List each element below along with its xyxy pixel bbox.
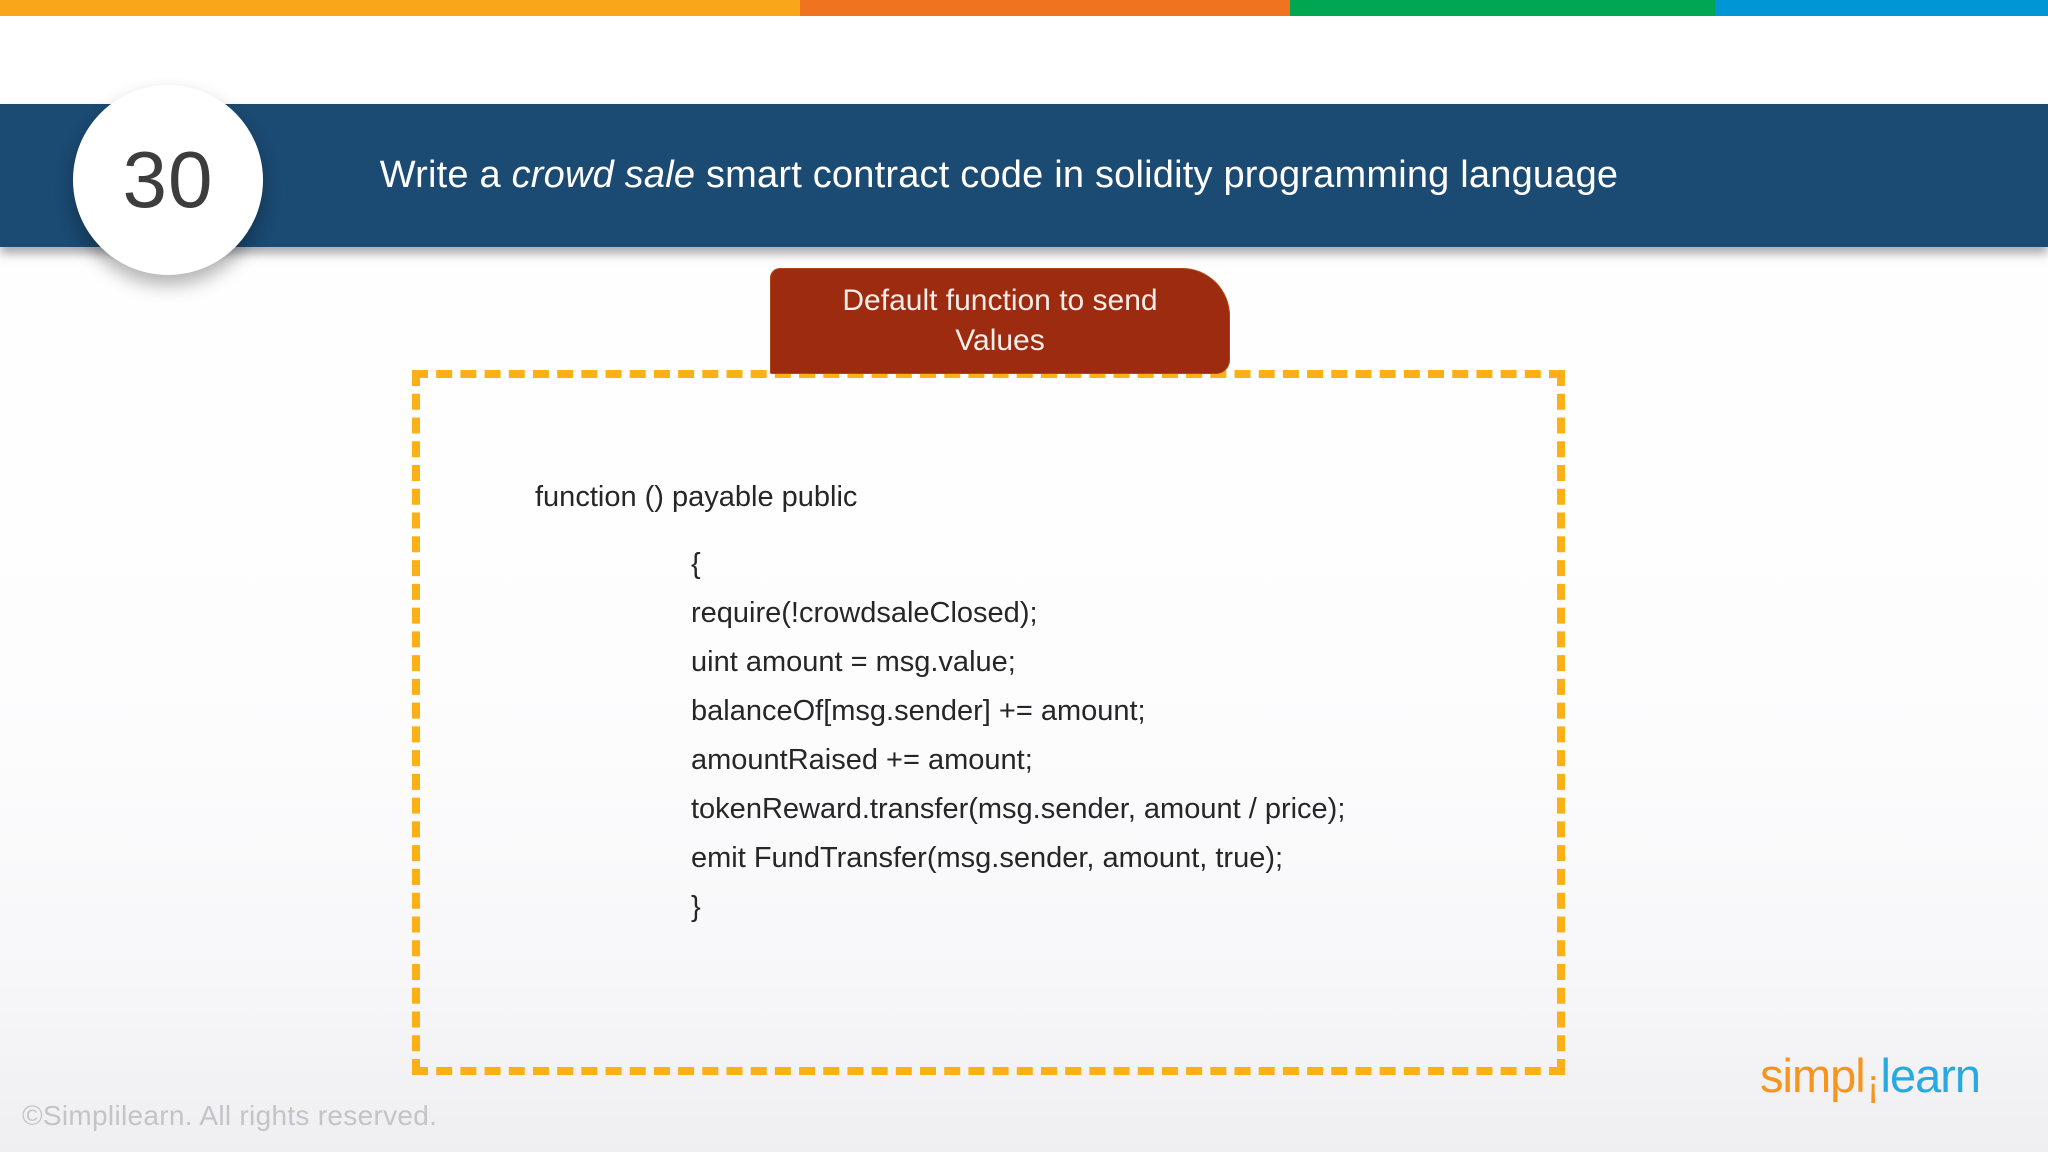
code-panel-dashed-border [412, 370, 1565, 1075]
logo-text-learn: learn [1880, 1049, 1982, 1102]
code-line: require(!crowdsaleClosed); [691, 597, 1038, 629]
accent-segment-yellow [0, 0, 800, 16]
slide-title-emphasis: crowd sale [511, 154, 696, 196]
slide-title: Write a crowd sale smart contract code i… [200, 154, 1849, 197]
slide-title-suffix: smart contract code in solidity programm… [695, 154, 1619, 196]
step-number: 30 [122, 135, 214, 224]
code-line: amountRaised += amount; [691, 744, 1033, 776]
code-line: { [691, 548, 701, 580]
brand-logo: simpl¡learn [1760, 1048, 1982, 1106]
callout-tab: Default function to send Values [770, 268, 1230, 374]
accent-segment-orange [800, 0, 1290, 16]
code-line: balanceOf[msg.sender] += amount; [691, 695, 1146, 727]
callout-line: Default function to send [842, 284, 1158, 317]
code-line: emit FundTransfer(msg.sender, amount, tr… [691, 842, 1284, 874]
code-block: function () payable public { require(!cr… [535, 480, 1345, 932]
top-accent-bar [0, 0, 2048, 16]
accent-segment-green [1290, 0, 1715, 16]
header-band: Write a crowd sale smart contract code i… [0, 104, 2048, 247]
code-line: } [691, 891, 701, 923]
step-number-circle: 30 [73, 85, 263, 275]
code-body: { require(!crowdsaleClosed); uint amount… [691, 540, 1345, 932]
slide-title-prefix: Write a [379, 154, 512, 196]
logo-text-simpl: simpl [1760, 1049, 1866, 1102]
accent-segment-blue [1715, 0, 2048, 16]
callout-line: Values [955, 324, 1045, 357]
footer-copyright: ©Simplilearn. All rights reserved. [22, 1100, 438, 1131]
code-head-line: function () payable public [535, 481, 858, 513]
code-line: tokenReward.transfer(msg.sender, amount … [691, 793, 1346, 825]
logo-separator-mark: ¡ [1866, 1063, 1880, 1106]
code-line: uint amount = msg.value; [691, 646, 1016, 678]
